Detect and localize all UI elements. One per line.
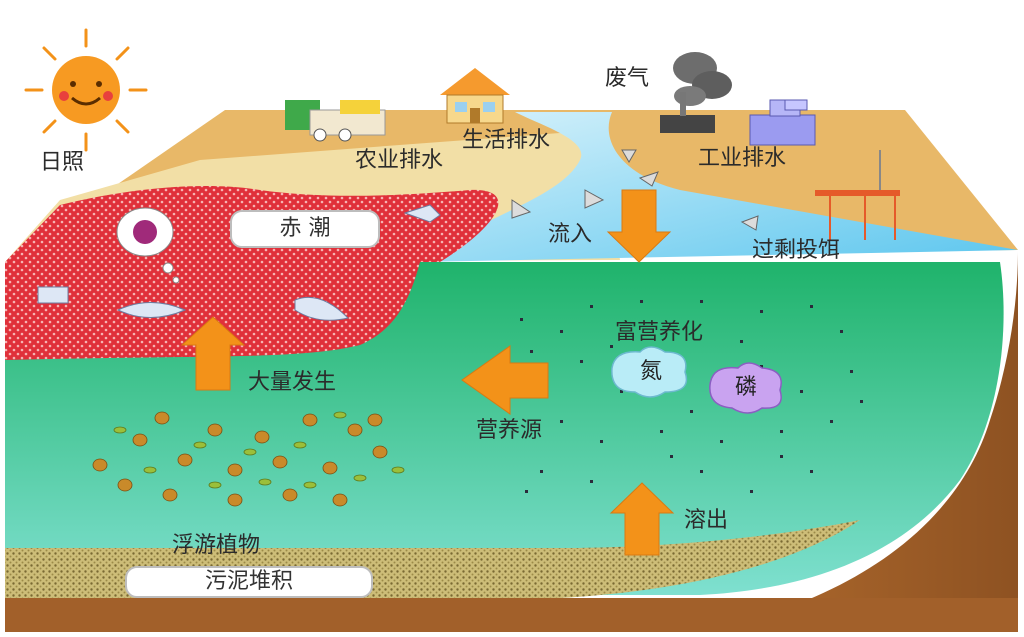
red-tide-label: 赤 潮 bbox=[230, 210, 380, 248]
exhaust-label: 废气 bbox=[605, 66, 650, 91]
fish-farm-icon bbox=[815, 150, 900, 240]
factory-icon bbox=[660, 92, 816, 146]
flow-arrows bbox=[180, 189, 675, 556]
drain-arrows bbox=[511, 149, 759, 231]
soil-slope bbox=[700, 250, 1018, 632]
sludge-label: 污泥堆积 bbox=[125, 566, 373, 598]
nutrient-arrow bbox=[461, 345, 549, 415]
agri-drain-label: 农业排水 bbox=[355, 148, 444, 173]
nutrient-source-label: 营养源 bbox=[476, 418, 543, 443]
fish-icon bbox=[37, 204, 441, 321]
sun-label: 日照 bbox=[40, 150, 85, 175]
industrial-drain-label: 工业排水 bbox=[698, 146, 787, 171]
mass-outbreak-label: 大量发生 bbox=[248, 370, 337, 395]
dissolve-arrow bbox=[609, 482, 675, 556]
phosphorus-cloud bbox=[709, 362, 782, 414]
plankton-label: 浮游植物 bbox=[172, 533, 261, 558]
plankton-icons bbox=[92, 411, 405, 507]
bottom-soil bbox=[5, 598, 1018, 632]
overfeeding-label: 过剩投饵 bbox=[752, 238, 841, 263]
nutrient-particles bbox=[520, 300, 863, 493]
eutrophication-label: 富营养化 bbox=[615, 320, 704, 345]
dissolve-label: 溶出 bbox=[684, 508, 729, 533]
house-icon bbox=[440, 68, 510, 124]
red-tide-organism-icon bbox=[116, 207, 180, 284]
farm-icon bbox=[285, 100, 386, 142]
inflow-arrow bbox=[606, 189, 672, 263]
phosphorus-label: 磷 bbox=[734, 375, 757, 400]
nitrogen-cloud bbox=[611, 346, 688, 398]
river bbox=[420, 112, 1018, 262]
domestic-drain-label: 生活排水 bbox=[462, 128, 551, 153]
red-tide-water bbox=[5, 262, 420, 360]
sun-icon bbox=[24, 28, 148, 152]
inflow-label: 流入 bbox=[548, 222, 593, 247]
outbreak-arrow bbox=[180, 316, 246, 391]
nitrogen-label: 氮 bbox=[639, 359, 662, 384]
